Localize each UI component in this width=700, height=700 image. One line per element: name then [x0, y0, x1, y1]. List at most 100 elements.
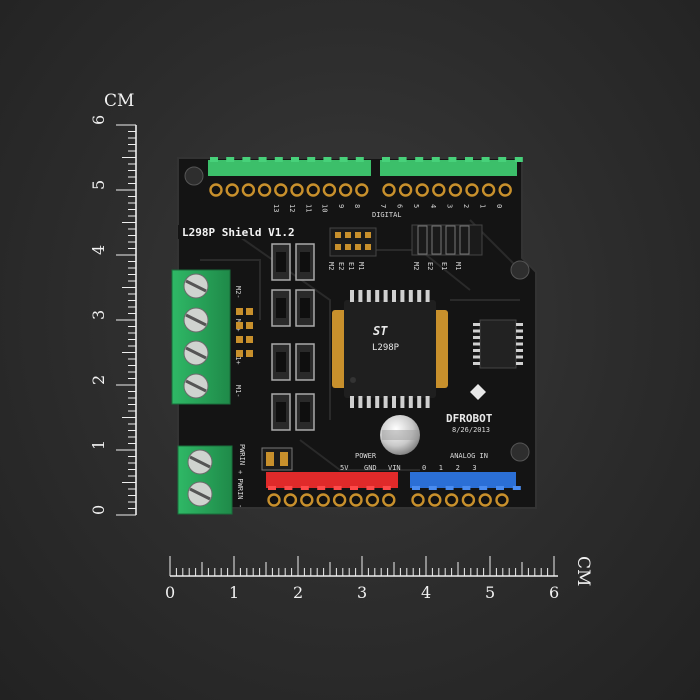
- digital-pin-label: 1: [479, 204, 487, 208]
- header-pin: [246, 350, 253, 357]
- power-input-label: PWRIN: [238, 444, 246, 465]
- logic-ic: [473, 319, 523, 369]
- digital-pin-label: 12: [288, 204, 296, 212]
- horizontal-number: 0: [165, 583, 175, 602]
- terminal-screw: [183, 307, 209, 333]
- vertical-number: 0: [89, 505, 108, 515]
- jumper-label: M2: [327, 262, 335, 270]
- digital-pin-label: 4: [429, 204, 437, 208]
- horizontal-ticks: [169, 556, 555, 576]
- motor-screw-terminal: [171, 269, 231, 405]
- header-pin: [236, 350, 243, 357]
- header-pin: [246, 336, 253, 343]
- vertical-numbers: 6 5 4 3 2 1 0: [89, 115, 108, 515]
- horizontal-number: 1: [229, 583, 239, 602]
- power-pin-label: GND: [364, 464, 377, 472]
- power-pin-label: 5V: [340, 464, 349, 472]
- analog-header: [410, 472, 516, 488]
- power-input-label: -: [236, 504, 244, 508]
- diode: [271, 393, 291, 431]
- terminal-screw: [183, 373, 209, 399]
- digital-pin-label: 8: [353, 204, 361, 208]
- power-section-label: POWER: [355, 452, 377, 460]
- analog-pin-label: 3: [472, 464, 476, 472]
- digital-section-label: DIGITAL: [372, 211, 402, 219]
- vertical-number: 4: [89, 245, 108, 255]
- vertical-ticks: [116, 124, 136, 516]
- jumper-label: E2: [426, 262, 434, 270]
- digital-pin-label: 9: [337, 204, 345, 208]
- horizontal-ruler: 0 1 2 3 4 5 6 CM: [165, 556, 593, 602]
- jumper-label: M2: [412, 262, 420, 270]
- header-pin: [236, 322, 243, 329]
- jumper-label: E1: [440, 262, 448, 270]
- brand-name: DFROBOT: [446, 412, 493, 425]
- diode: [271, 243, 291, 281]
- digital-pin-label: 3: [445, 204, 453, 208]
- vertical-number: 6: [89, 115, 108, 125]
- jumper-label: E2: [337, 262, 345, 270]
- digital-pin-label: 5: [412, 204, 420, 208]
- digital-pin-label: 11: [304, 204, 312, 212]
- terminal-screw: [187, 449, 213, 475]
- diode: [271, 343, 291, 381]
- jumper-label: M1: [454, 262, 462, 270]
- horizontal-number: 2: [293, 583, 303, 602]
- jumper-label: M1: [357, 262, 365, 270]
- horizontal-number: 3: [357, 583, 367, 602]
- chip-label: L298P: [372, 343, 400, 353]
- l298p-chip: ST L298P: [332, 290, 448, 408]
- analog-pin-label: 0: [422, 464, 426, 472]
- diode: [295, 289, 315, 327]
- board-title: L298P Shield V1.2: [182, 226, 295, 239]
- terminal-label: M1+: [234, 352, 242, 365]
- header-pin: [236, 336, 243, 343]
- top-left-header: [208, 160, 371, 176]
- terminal-screw: [183, 273, 209, 299]
- terminal-screw: [187, 481, 213, 507]
- horizontal-number: 6: [549, 583, 559, 602]
- chip-brand: ST: [373, 324, 388, 338]
- analog-pin-label: 2: [456, 464, 460, 472]
- vertical-number: 1: [89, 440, 108, 450]
- horizontal-number: 4: [421, 583, 431, 602]
- analog-pin-label: 1: [439, 464, 443, 472]
- vertical-number: 2: [89, 375, 108, 385]
- horizontal-number: 5: [485, 583, 495, 602]
- vertical-ruler: CM 6 5 4 3 2 1 0: [89, 91, 137, 516]
- jumper-label: E1: [347, 262, 355, 270]
- vertical-number: 5: [89, 180, 108, 190]
- terminal-label: M2-: [234, 286, 242, 299]
- digital-pin-label: 2: [462, 204, 470, 208]
- diode: [295, 343, 315, 381]
- horizontal-unit-label: CM: [573, 556, 593, 586]
- diode: [295, 393, 315, 431]
- terminal-screw: [183, 340, 209, 366]
- top-right-header: [380, 160, 517, 176]
- header-pin: [236, 308, 243, 315]
- digital-pin-label: 13: [272, 204, 280, 212]
- diode: [295, 243, 315, 281]
- digital-pin-label: 6: [396, 204, 404, 208]
- header-pin: [246, 322, 253, 329]
- power-screw-terminal: [177, 445, 233, 515]
- digital-pin-label: 7: [379, 204, 387, 208]
- digital-pin-label: 10: [321, 204, 329, 212]
- digital-pin-label: 0: [495, 204, 503, 208]
- terminal-label: M1-: [234, 385, 242, 398]
- vertical-number: 3: [89, 310, 108, 320]
- dfrobot-logo: DFROBOT 8/26/2013: [446, 384, 493, 434]
- electrolytic-capacitor: [380, 415, 420, 455]
- diode: [271, 289, 291, 327]
- vertical-unit-label: CM: [104, 91, 134, 111]
- board-date: 8/26/2013: [452, 426, 490, 434]
- power-input-label: + PWRIN: [236, 470, 244, 500]
- diode-array: [271, 243, 315, 431]
- header-pin: [246, 308, 253, 315]
- analog-section-label: ANALOG IN: [450, 452, 488, 460]
- power-header: [266, 472, 398, 488]
- power-pin-label: VIN: [388, 464, 401, 472]
